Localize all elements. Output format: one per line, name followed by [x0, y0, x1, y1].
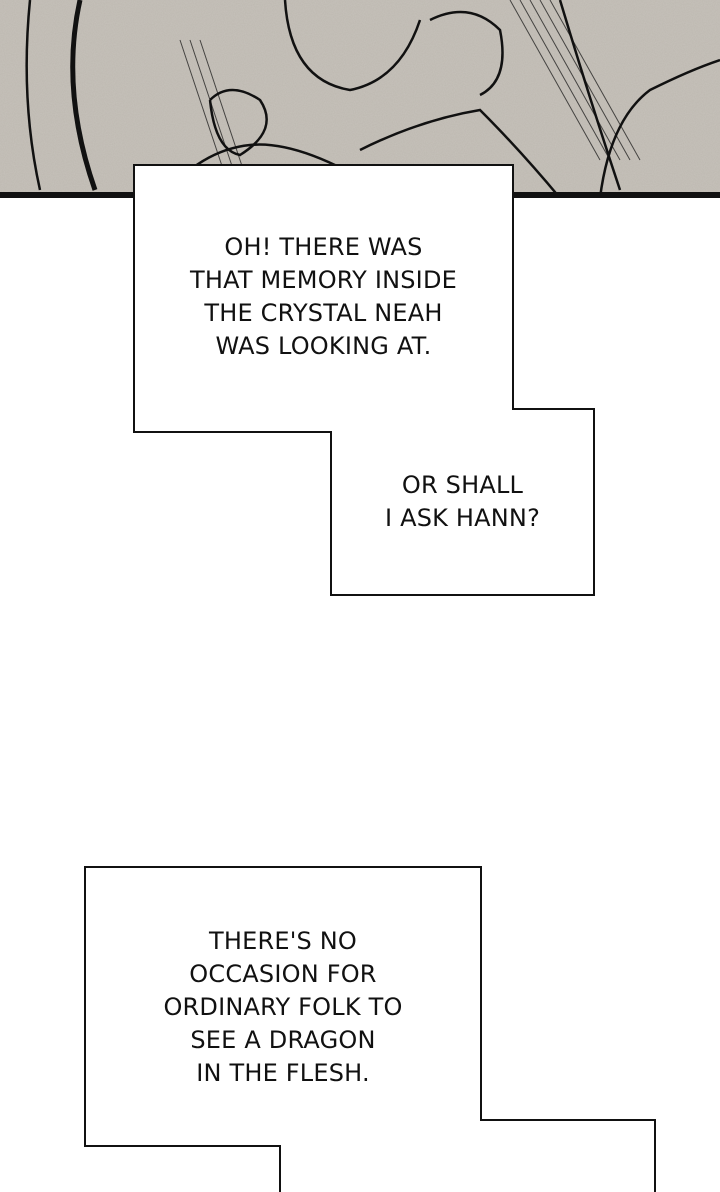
caption-text-2: OR SHALL I ASK HANN? [384, 471, 541, 532]
dragon-illustration-panel [0, 0, 720, 198]
caption-box-2 [84, 866, 656, 1192]
caption-text-1: OH! THERE WAS THAT MEMORY INSIDE THE CRY… [189, 233, 458, 360]
caption-box-1 [133, 164, 595, 596]
caption-text-3: THERE'S NO OCCASION FOR ORDINARY FOLK TO… [163, 927, 403, 1087]
